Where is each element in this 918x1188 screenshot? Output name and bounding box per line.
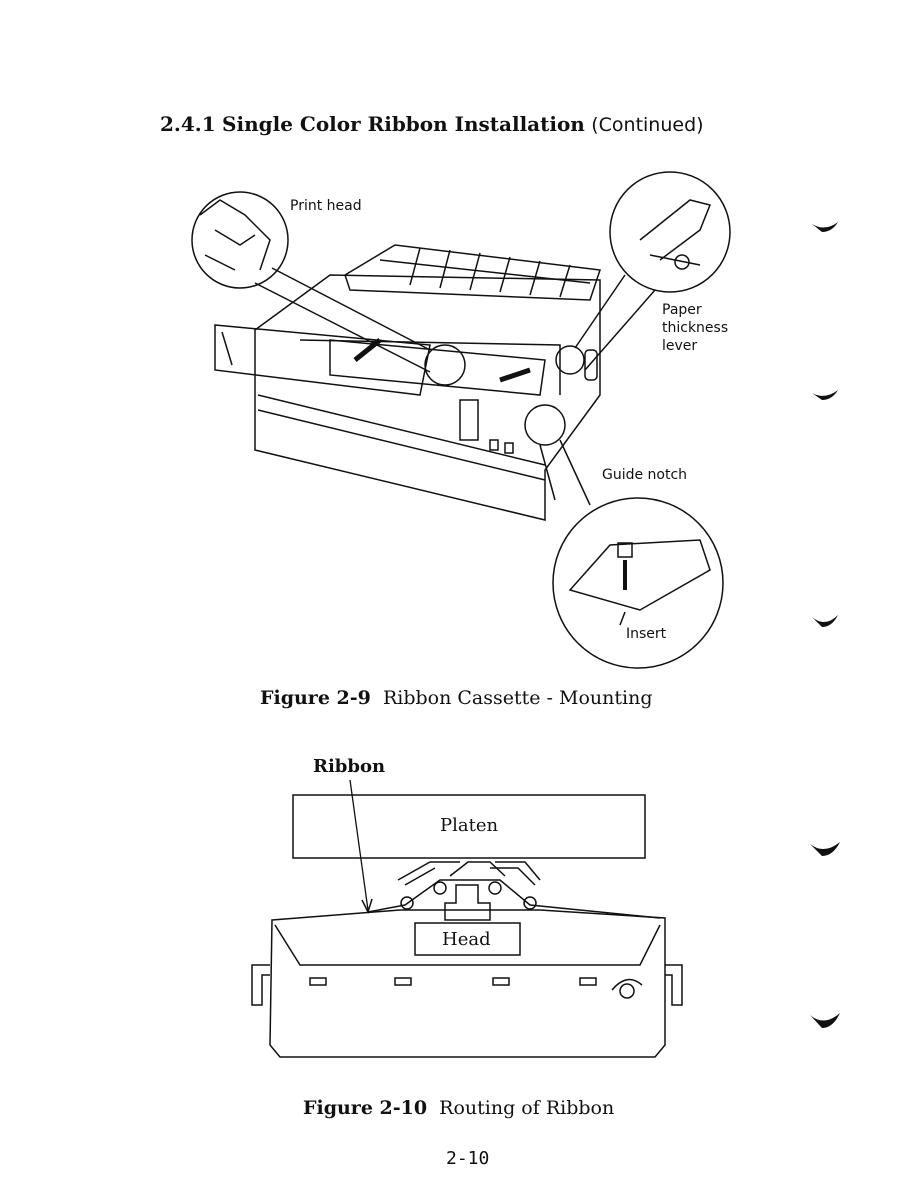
- section-continued: (Continued): [591, 114, 704, 136]
- label-paper: Paper: [662, 302, 702, 318]
- label-insert: Insert: [626, 626, 667, 642]
- caption-figure-2-9-number: Figure 2-9: [260, 687, 371, 709]
- caption-figure-2-9: Figure 2-9 Ribbon Cassette - Mounting: [260, 687, 652, 709]
- caption-figure-2-10-text: Routing of Ribbon: [439, 1097, 615, 1119]
- section-heading: 2.4.1 Single Color Ribbon Installation (…: [160, 112, 704, 136]
- label-lever: lever: [662, 338, 697, 354]
- printer-body: [254, 274, 601, 521]
- guide-notch-zoom: [552, 497, 724, 669]
- paper-separator: [344, 244, 602, 301]
- caption-figure-2-9-text: Ribbon Cassette - Mounting: [382, 687, 653, 709]
- front-cover: [214, 324, 431, 396]
- section-number: 2.4.1: [160, 112, 216, 136]
- paper-thickness-zoom: [609, 171, 731, 293]
- label-thickness: thickness: [662, 320, 728, 336]
- print-head-zoom: [191, 191, 289, 289]
- caption-figure-2-10: Figure 2-10 Routing of Ribbon: [303, 1097, 614, 1119]
- label-guide-notch: Guide notch: [602, 467, 687, 483]
- label-print-head: Print head: [290, 198, 362, 214]
- caption-figure-2-10-number: Figure 2-10: [303, 1097, 428, 1119]
- section-title: Single Color Ribbon Installation: [222, 112, 585, 136]
- page-number: 2-10: [446, 1148, 490, 1169]
